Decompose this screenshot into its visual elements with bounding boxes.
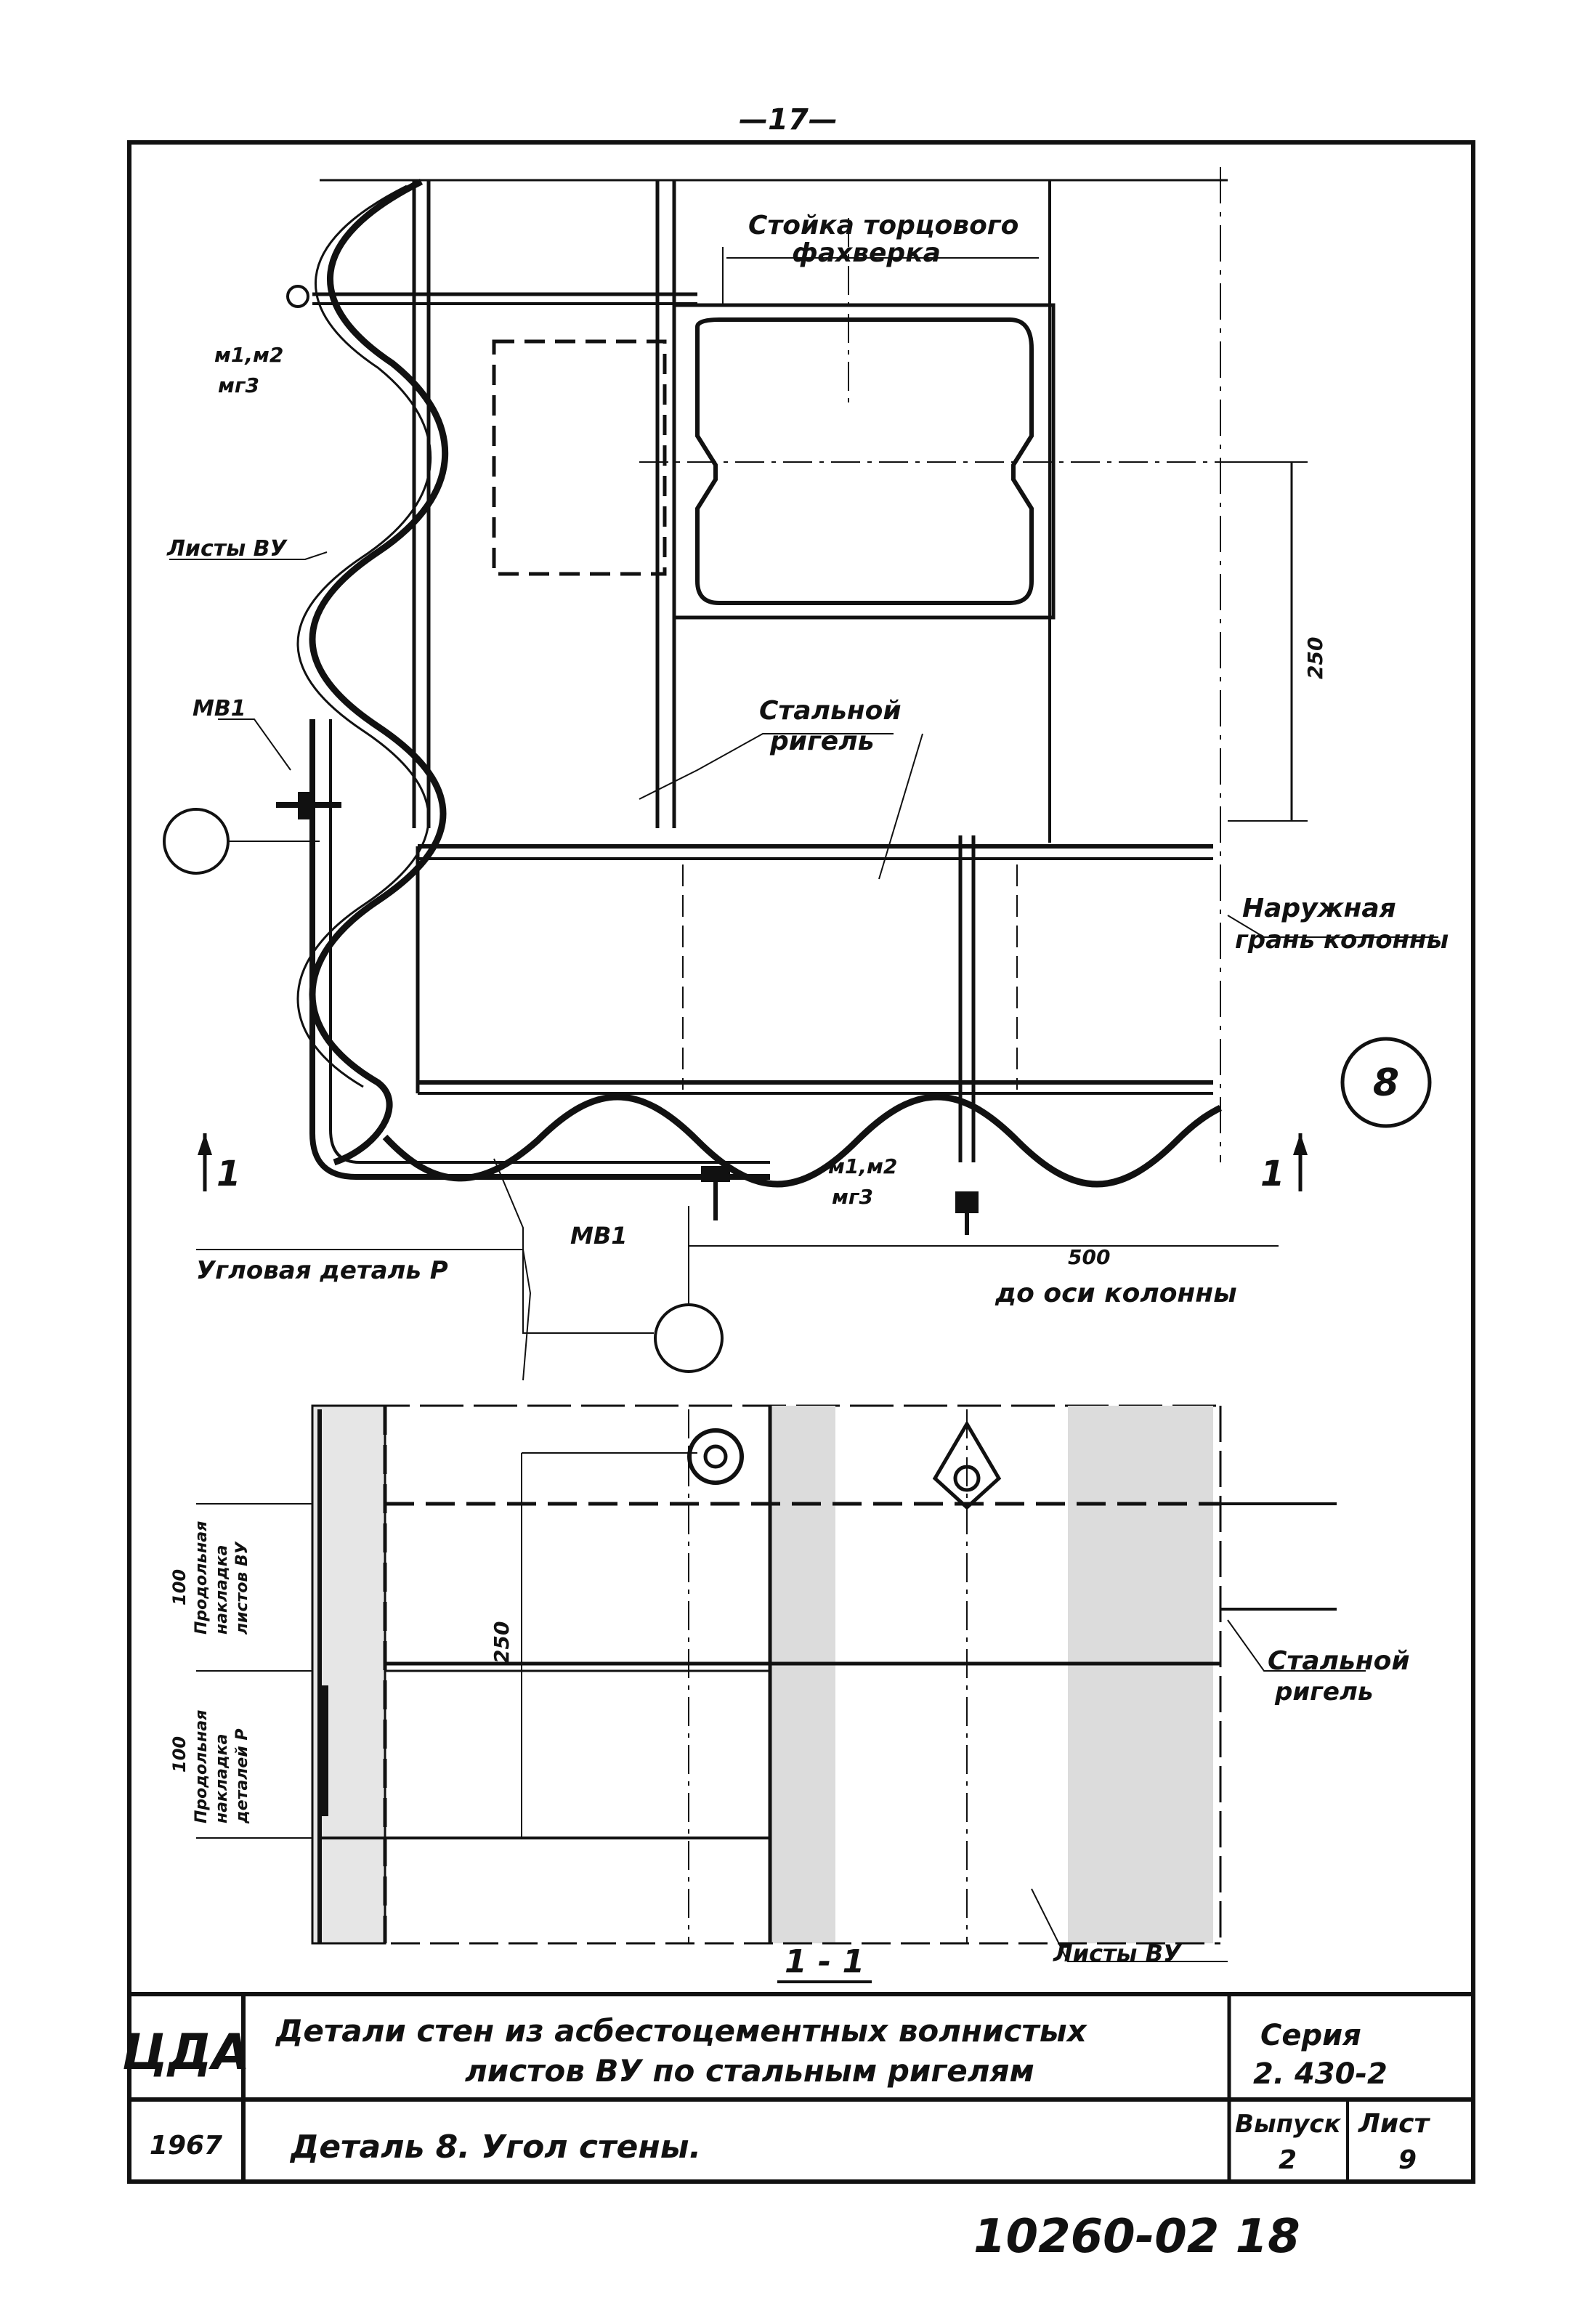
seria-value: 2. 430-2 — [1253, 2057, 1388, 2091]
label-nakladka-vu-line3: листов ВУ — [233, 1541, 251, 1635]
section-view — [196, 1404, 1366, 1962]
label-nakladka-vu-line1: Продольная — [193, 1521, 211, 1635]
label-nakladka-vu-line2: накладка — [213, 1545, 231, 1635]
label-dim-100-bottom: 100 — [169, 1736, 190, 1773]
title-block: ЦДА Детали стен из асбестоцементных волн… — [122, 1992, 1473, 2182]
detail-number-circle — [1340, 1037, 1432, 1128]
label-nakladka-p-line2: накладка — [213, 1734, 231, 1823]
label-listy-vu-top: Листы ВУ — [166, 536, 288, 562]
label-do-osi: до оси колонны — [995, 1279, 1237, 1308]
list-label: Лист — [1358, 2109, 1430, 2139]
label-nakladka-p-line1: Продольная — [193, 1710, 211, 1823]
label-stalnoy-rigel-bottom-line1: Стальной — [1268, 1646, 1410, 1676]
label-dim-250-section: 250 — [490, 1621, 514, 1664]
title-line1: Детали стен из асбестоцементных волнисты… — [275, 2013, 1088, 2049]
detail-title: Деталь 8. Угол стены. — [289, 2129, 701, 2166]
label-stoyka-line1: Стойка торцового — [748, 211, 1018, 240]
axis-circle-bottom — [654, 1303, 724, 1373]
detail-number: 8 — [1373, 1061, 1399, 1105]
org-logo: ЦДА — [122, 2024, 250, 2081]
label-dim-100-top: 100 — [169, 1569, 190, 1606]
label-mv1-bottom: МВ1 — [570, 1222, 628, 1250]
sheet-border — [127, 140, 1475, 2184]
title-line2: листов ВУ по стальным ригелям — [465, 2053, 1034, 2089]
label-m1m2-bottom: м1,м2 — [828, 1154, 897, 1178]
label-mg3-top: мг3 — [218, 373, 259, 397]
drawing-labels: Стойка торцового фахверка м1,м2 мг3 Лист… — [166, 211, 1449, 1983]
label-mg3-bottom: мг3 — [832, 1185, 873, 1209]
page-number: —17— — [739, 103, 838, 137]
label-m1m2-top: м1,м2 — [214, 343, 283, 367]
label-dim-250-vertical: 250 — [1303, 637, 1327, 679]
vypusk-label: Выпуск — [1235, 2110, 1341, 2139]
footer-code: 10260-02 18 — [973, 2210, 1300, 2264]
seria-label: Серия — [1260, 2019, 1361, 2052]
label-naruzhnaya-line2: грань колонны — [1235, 926, 1449, 955]
list-value: 9 — [1398, 2145, 1417, 2175]
vypusk-value: 2 — [1279, 2145, 1297, 2175]
plan-view — [163, 167, 1438, 1381]
axis-circle-left — [163, 808, 230, 875]
section-mark-right: 1 — [1260, 1154, 1284, 1194]
label-nakladka-p-line3: деталей Р — [233, 1728, 251, 1824]
label-dim-500: 500 — [1068, 1245, 1110, 1269]
section-title: 1 - 1 — [785, 1943, 864, 1980]
label-stalnoy-rigel-bottom-line2: ригель — [1274, 1677, 1373, 1706]
label-stalnoy-rigel-top-line2: ригель — [769, 726, 874, 756]
section-mark-left: 1 — [216, 1154, 240, 1194]
year: 1967 — [150, 2131, 222, 2161]
label-mv1-left: МВ1 — [193, 696, 246, 721]
label-naruzhnaya-line1: Наружная — [1242, 894, 1396, 923]
label-listy-vu-bottom: Листы ВУ — [1053, 1940, 1182, 1967]
label-stoyka-line2: фахверка — [792, 238, 941, 268]
label-uglovaya: Угловая деталь Р — [196, 1256, 448, 1285]
label-stalnoy-rigel-top-line1: Стальной — [759, 696, 902, 726]
